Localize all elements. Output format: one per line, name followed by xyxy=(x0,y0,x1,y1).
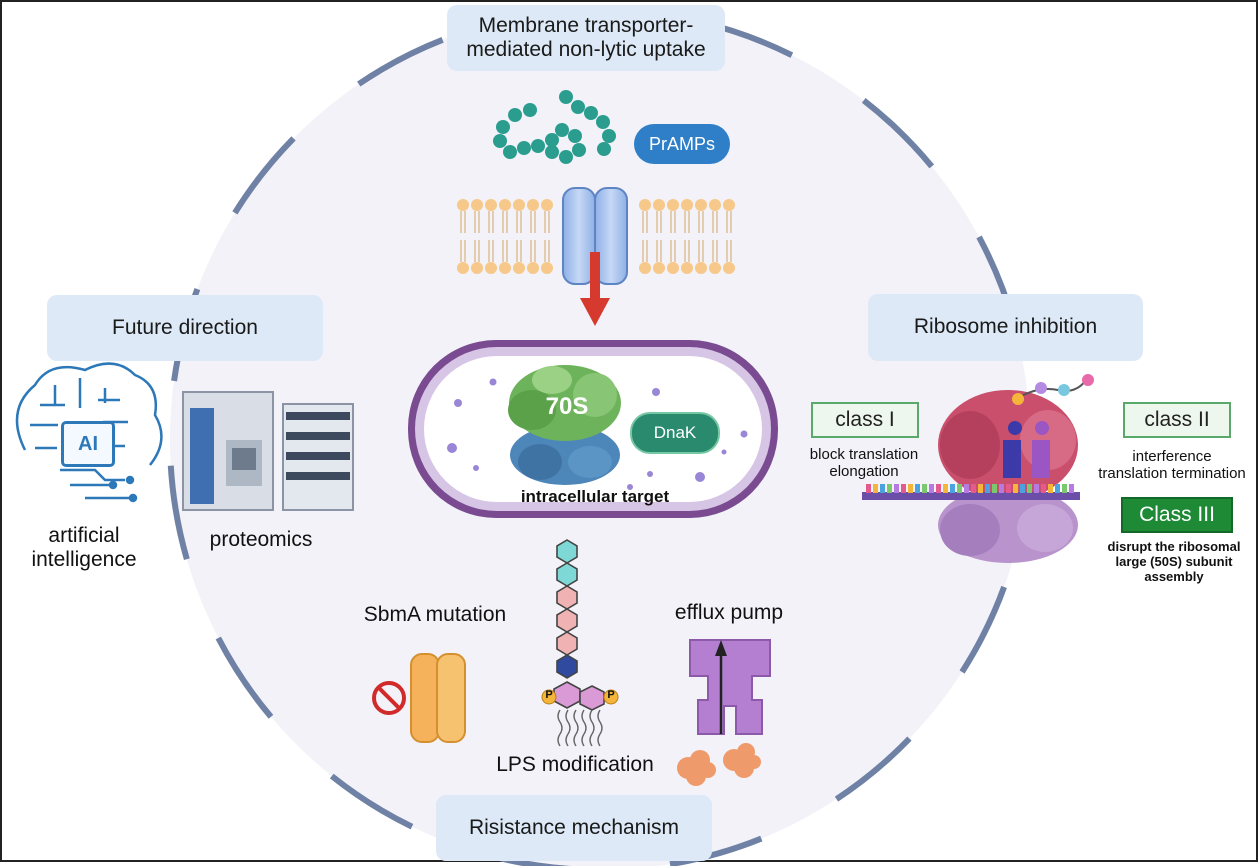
ai-chip-icon: AI xyxy=(61,421,115,467)
mrna-strand-icon xyxy=(862,484,1080,500)
class-3-box: Class III xyxy=(1121,497,1233,533)
ai-brain-icon xyxy=(15,362,163,503)
section-ribosome-inhibition: Ribosome inhibition xyxy=(868,294,1143,361)
section-uptake: Membrane transporter- mediated non-lytic… xyxy=(447,5,725,71)
prAMP-chain-icon xyxy=(493,90,616,164)
lps-icon xyxy=(541,539,619,747)
prAMPs-label: PrAMPs xyxy=(634,124,730,164)
phosphate-right-label: P xyxy=(607,689,615,701)
dnak-label: DnaK xyxy=(630,412,720,454)
mass-spectrometer-icon xyxy=(182,391,354,511)
class-1-description: block translation elongation xyxy=(809,446,919,481)
artificial-intelligence-label: artificial intelligence xyxy=(31,524,137,572)
membrane-bilayer xyxy=(457,199,735,274)
class-3-description: disrupt the ribosomal large (50S) subuni… xyxy=(1107,539,1241,584)
intracellular-target-label: intracellular target xyxy=(520,487,670,506)
efflux-pump-icon xyxy=(689,639,771,735)
prohibited-icon xyxy=(372,681,406,715)
transporter-channel-icon xyxy=(562,187,628,285)
section-future-direction: Future direction xyxy=(47,295,323,361)
ribosome-70s-icon xyxy=(508,365,621,485)
peptide-blob-icon xyxy=(677,743,761,786)
ribosome-70s-label: 70S xyxy=(545,393,589,420)
phosphate-left-label: P xyxy=(545,689,553,701)
efflux-pump-label: efflux pump xyxy=(674,601,784,624)
sbma-mutation-label: SbmA mutation xyxy=(363,603,507,626)
section-resistance: Risistance mechanism xyxy=(436,795,712,861)
lps-modification-label: LPS modification xyxy=(496,753,654,776)
proteomics-label: proteomics xyxy=(209,528,313,551)
class-2-box: class II xyxy=(1123,402,1231,438)
ribosome-icon xyxy=(938,374,1094,563)
class-1-box: class I xyxy=(811,402,919,438)
uptake-arrow xyxy=(580,252,610,326)
class-2-description: interference translation termination xyxy=(1098,448,1246,483)
sbma-transporter-icon xyxy=(410,653,466,743)
cytoplasm-dots xyxy=(447,378,748,490)
